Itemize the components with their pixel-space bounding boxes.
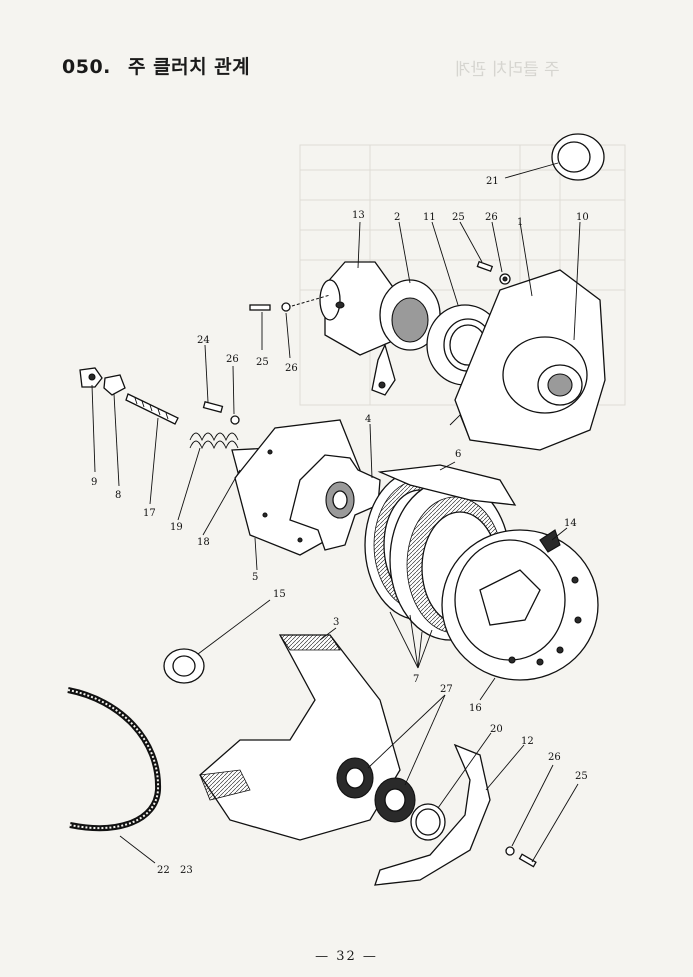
- callout-1: 1: [517, 217, 523, 228]
- part-14-lever: [539, 529, 561, 553]
- callout-19: 19: [170, 522, 183, 533]
- part-9-nut: [79, 367, 103, 388]
- callout-25-bottom: 25: [575, 771, 588, 782]
- callout-12: 12: [521, 736, 534, 747]
- callout-9: 9: [91, 477, 97, 488]
- part-25-26-screw-washer-left: [249, 294, 331, 312]
- callout-26-bottom: 26: [548, 752, 561, 763]
- callout-4: 4: [365, 414, 371, 425]
- callout-5: 5: [252, 572, 258, 583]
- part-27-bearings: [336, 757, 416, 823]
- leader-lines: [91, 162, 581, 864]
- part-4-hub: [289, 454, 381, 551]
- page-title: 050. 주 클러치 관계: [62, 52, 250, 79]
- part-2-release-bearing: [371, 279, 441, 396]
- callout-26-top: 26: [485, 212, 498, 223]
- callout-22: 22: [157, 865, 170, 876]
- callout-23: 23: [180, 865, 193, 876]
- part-15-seal: [163, 648, 205, 684]
- callout-20: 20: [490, 724, 503, 735]
- callout-10: 10: [576, 212, 589, 223]
- part-20-snap-ring: [410, 803, 446, 841]
- callout-26-mid: 26: [226, 354, 239, 365]
- section-title: 주 클러치 관계: [128, 56, 251, 78]
- part-1-10-clutch-cover: [449, 269, 606, 451]
- callout-21: 21: [486, 176, 499, 187]
- section-number: 050.: [62, 56, 111, 78]
- callout-24: 24: [197, 335, 210, 346]
- part-25-26-screw-washer-bottom: [505, 846, 537, 868]
- part-6-pressure-ring: [377, 464, 517, 506]
- callout-25-top: 25: [452, 212, 465, 223]
- callout-7: 7: [413, 674, 419, 685]
- callout-14: 14: [564, 518, 577, 529]
- part-25-26-screw-washer-top: [476, 260, 511, 285]
- callout-26-left: 26: [285, 363, 298, 374]
- callout-18: 18: [197, 537, 210, 548]
- callout-25-mid: 25: [256, 357, 269, 368]
- part-13-sleeve: [319, 261, 396, 356]
- part-21-oil-seal: [551, 133, 605, 181]
- part-24-26-bolt-washer: [202, 400, 240, 425]
- part-17-bolt: [125, 393, 179, 425]
- callout-11: 11: [423, 212, 436, 223]
- callout-27: 27: [440, 684, 453, 695]
- page-number: — 32 —: [315, 949, 378, 964]
- callout-3: 3: [333, 617, 339, 628]
- part-8-nut: [103, 374, 126, 396]
- callout-15: 15: [273, 589, 286, 600]
- callout-13: 13: [352, 210, 365, 221]
- part-19-spring: [189, 432, 239, 450]
- callout-6: 6: [455, 449, 461, 460]
- part-3-housing: [199, 634, 401, 841]
- callout-2: 2: [394, 212, 400, 223]
- callout-17: 17: [143, 508, 156, 519]
- part-22-23-v-belt: [67, 687, 162, 832]
- part-12-cover: [374, 743, 491, 886]
- part-16-pressure-plate: [441, 529, 599, 681]
- callout-16: 16: [469, 703, 482, 714]
- callout-8: 8: [115, 490, 121, 501]
